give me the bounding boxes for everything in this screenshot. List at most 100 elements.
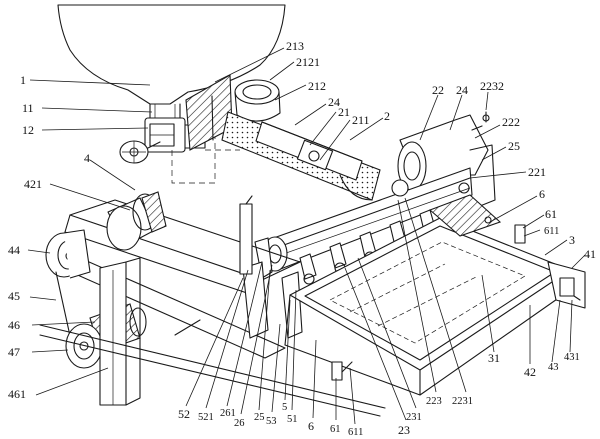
conveyor-frame (39, 191, 386, 417)
label-24a: 24 (328, 95, 340, 109)
leader-45 (29, 296, 57, 301)
label-231: 231 (406, 412, 422, 423)
label-213: 213 (286, 39, 304, 53)
label-6a: 6 (539, 187, 545, 201)
leader-261 (226, 261, 263, 407)
leader-53 (271, 323, 281, 413)
leader-221 (469, 171, 527, 179)
label-44: 44 (8, 243, 20, 257)
leader-41 (571, 254, 586, 269)
label-23: 23 (398, 423, 410, 437)
leader-22 (419, 94, 439, 141)
label-5: 5 (282, 402, 287, 413)
reference-numerals: 1 11 12 4 421 44 45 46 47 461 213 2121 2… (8, 39, 596, 438)
leader-51 (291, 289, 297, 411)
label-1: 1 (20, 73, 26, 87)
label-461: 461 (8, 387, 26, 401)
label-611a: 611 (544, 226, 559, 237)
leader-213 (214, 47, 285, 83)
leader-611b (349, 367, 356, 425)
label-42: 42 (524, 365, 536, 379)
leader-11 (41, 107, 153, 113)
leader-2 (349, 117, 384, 141)
label-2121: 2121 (296, 55, 320, 69)
leader-31 (481, 274, 495, 353)
leader-461 (35, 367, 109, 396)
leader-2231 (404, 197, 467, 393)
label-3: 3 (569, 233, 575, 247)
label-261: 261 (220, 408, 236, 419)
leader-26 (240, 264, 273, 415)
label-25b: 25 (254, 412, 265, 423)
label-21: 21 (338, 105, 350, 119)
leader-5 (284, 299, 291, 401)
label-26: 26 (234, 418, 245, 429)
label-25: 25 (508, 139, 520, 153)
leader-61a (522, 214, 545, 229)
leader-25 (481, 146, 507, 161)
label-46: 46 (8, 318, 20, 332)
label-43: 43 (548, 362, 559, 373)
leader-23 (344, 267, 407, 421)
label-421: 421 (24, 177, 42, 191)
leader-1 (29, 79, 151, 86)
label-45: 45 (8, 289, 20, 303)
leader-222 (474, 124, 501, 139)
drive-motor (397, 111, 496, 211)
leader-24b (449, 94, 463, 131)
label-22: 22 (432, 83, 444, 97)
label-521: 521 (198, 412, 214, 423)
leader-212 (274, 84, 307, 101)
label-51: 51 (287, 414, 298, 425)
leader-521 (205, 269, 249, 409)
label-61b: 61 (330, 424, 341, 435)
leader-12 (41, 127, 149, 131)
leader-431 (569, 299, 573, 353)
label-611b: 611 (348, 427, 363, 438)
label-11: 11 (22, 101, 34, 115)
label-52: 52 (178, 407, 190, 421)
label-4: 4 (84, 151, 90, 165)
leader-44 (27, 249, 51, 254)
label-212: 212 (308, 79, 326, 93)
leader-43 (551, 299, 561, 363)
label-31: 31 (488, 351, 500, 365)
leader-46 (31, 321, 96, 326)
label-2231: 2231 (452, 396, 473, 407)
leader-24a (294, 103, 327, 126)
leader-2232 (485, 91, 489, 111)
label-41: 41 (584, 247, 596, 261)
leader-2121 (269, 61, 295, 81)
leader-25b (258, 269, 271, 411)
feed-pipe-assembly (185, 74, 381, 201)
leader-47 (31, 349, 69, 353)
leader-211 (319, 119, 351, 161)
tray (284, 194, 586, 396)
leader-6b (312, 339, 317, 419)
label-12: 12 (22, 123, 34, 137)
label-6b: 6 (308, 419, 314, 433)
leader-4 (89, 159, 136, 191)
hopper-stand-hidden-lines (171, 130, 240, 184)
leader-421 (49, 183, 131, 211)
label-53: 53 (266, 416, 277, 427)
leader-231 (357, 257, 417, 409)
label-24b: 24 (456, 83, 468, 97)
label-223: 223 (426, 396, 442, 407)
leader-52 (185, 277, 244, 407)
label-211: 211 (352, 113, 370, 127)
label-431: 431 (564, 352, 580, 363)
label-221: 221 (528, 165, 546, 179)
leader-lines (27, 47, 586, 425)
leader-21 (309, 111, 337, 146)
label-2: 2 (384, 109, 390, 123)
leader-3 (544, 239, 568, 256)
leader-611a (523, 229, 541, 237)
label-2232: 2232 (480, 79, 504, 93)
leader-6a (489, 195, 538, 223)
label-61a: 61 (545, 207, 557, 221)
label-47: 47 (8, 345, 20, 359)
label-222: 222 (502, 115, 520, 129)
